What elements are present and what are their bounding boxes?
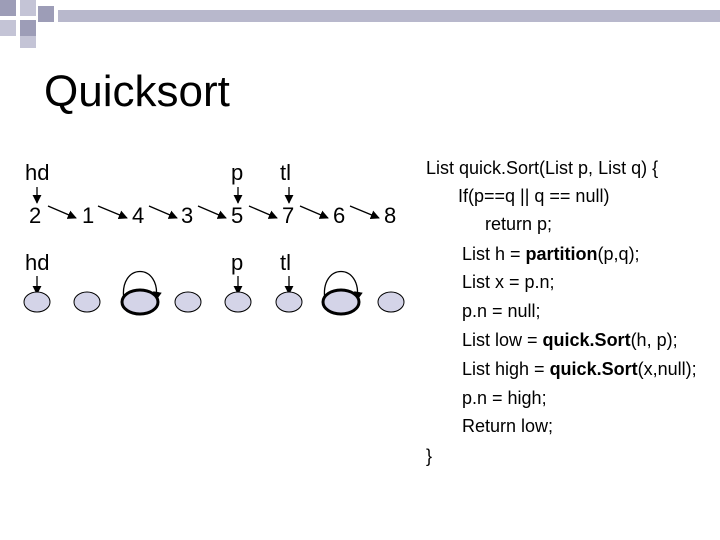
list-node-value: 6 xyxy=(333,203,346,228)
code-low-line: List low = quick.Sort(h, p); xyxy=(462,330,678,350)
label-tl-row2: tl xyxy=(280,250,291,275)
list-diagram xyxy=(23,187,405,316)
header-bar xyxy=(58,10,720,22)
code-signature: List quick.Sort(List p, List q) { xyxy=(426,158,659,178)
label-p-row2: p xyxy=(231,250,244,275)
deco-square xyxy=(20,36,36,48)
next-arrow xyxy=(148,205,178,219)
list-node-value: 8 xyxy=(384,203,397,228)
next-arrow xyxy=(299,205,329,219)
code-return-low: Return low; xyxy=(462,416,554,436)
self-loop-arrow xyxy=(122,271,162,301)
list-node xyxy=(275,291,303,313)
list-node-value: 2 xyxy=(29,203,42,228)
code-close-brace: } xyxy=(426,446,433,466)
label-tl-row1: tl xyxy=(280,160,291,185)
next-arrow xyxy=(97,205,128,220)
list-node-highlighted xyxy=(321,288,361,316)
code-partition-line: List h = partition(p,q); xyxy=(462,244,640,264)
code-high-line: List high = quick.Sort(x,null); xyxy=(462,359,697,379)
list-node-highlighted xyxy=(120,288,160,316)
label-hd-row1: hd xyxy=(25,160,50,185)
deco-square xyxy=(38,6,54,22)
deco-square xyxy=(0,0,16,16)
label-p-row1: p xyxy=(231,160,244,185)
code-return-p: return p; xyxy=(485,214,553,234)
list-node-value: 4 xyxy=(132,203,145,228)
deco-square xyxy=(0,20,16,36)
next-arrow xyxy=(47,205,77,219)
code-if: If(p==q || q == null) xyxy=(458,186,610,206)
self-loop-arrow xyxy=(323,271,363,301)
list-node-value: 5 xyxy=(231,203,244,228)
label-hd-row2: hd xyxy=(25,250,50,275)
list-node xyxy=(23,291,51,313)
code-x-line: List x = p.n; xyxy=(462,272,555,292)
list-node xyxy=(224,291,252,313)
header-decoration xyxy=(0,0,720,48)
list-node-value: 1 xyxy=(82,203,95,228)
deco-square xyxy=(20,20,36,36)
next-arrow xyxy=(349,205,380,220)
deco-square xyxy=(20,0,36,16)
slide-title: Quicksort xyxy=(44,67,230,116)
next-arrow xyxy=(197,205,227,219)
list-node xyxy=(174,291,202,313)
list-node xyxy=(73,291,101,313)
code-pn-null: p.n = null; xyxy=(462,301,541,321)
code-pn-high: p.n = high; xyxy=(462,388,547,408)
list-node-value: 7 xyxy=(282,203,295,228)
list-node xyxy=(377,291,405,313)
list-node-value: 3 xyxy=(181,203,194,228)
next-arrow xyxy=(248,205,278,219)
